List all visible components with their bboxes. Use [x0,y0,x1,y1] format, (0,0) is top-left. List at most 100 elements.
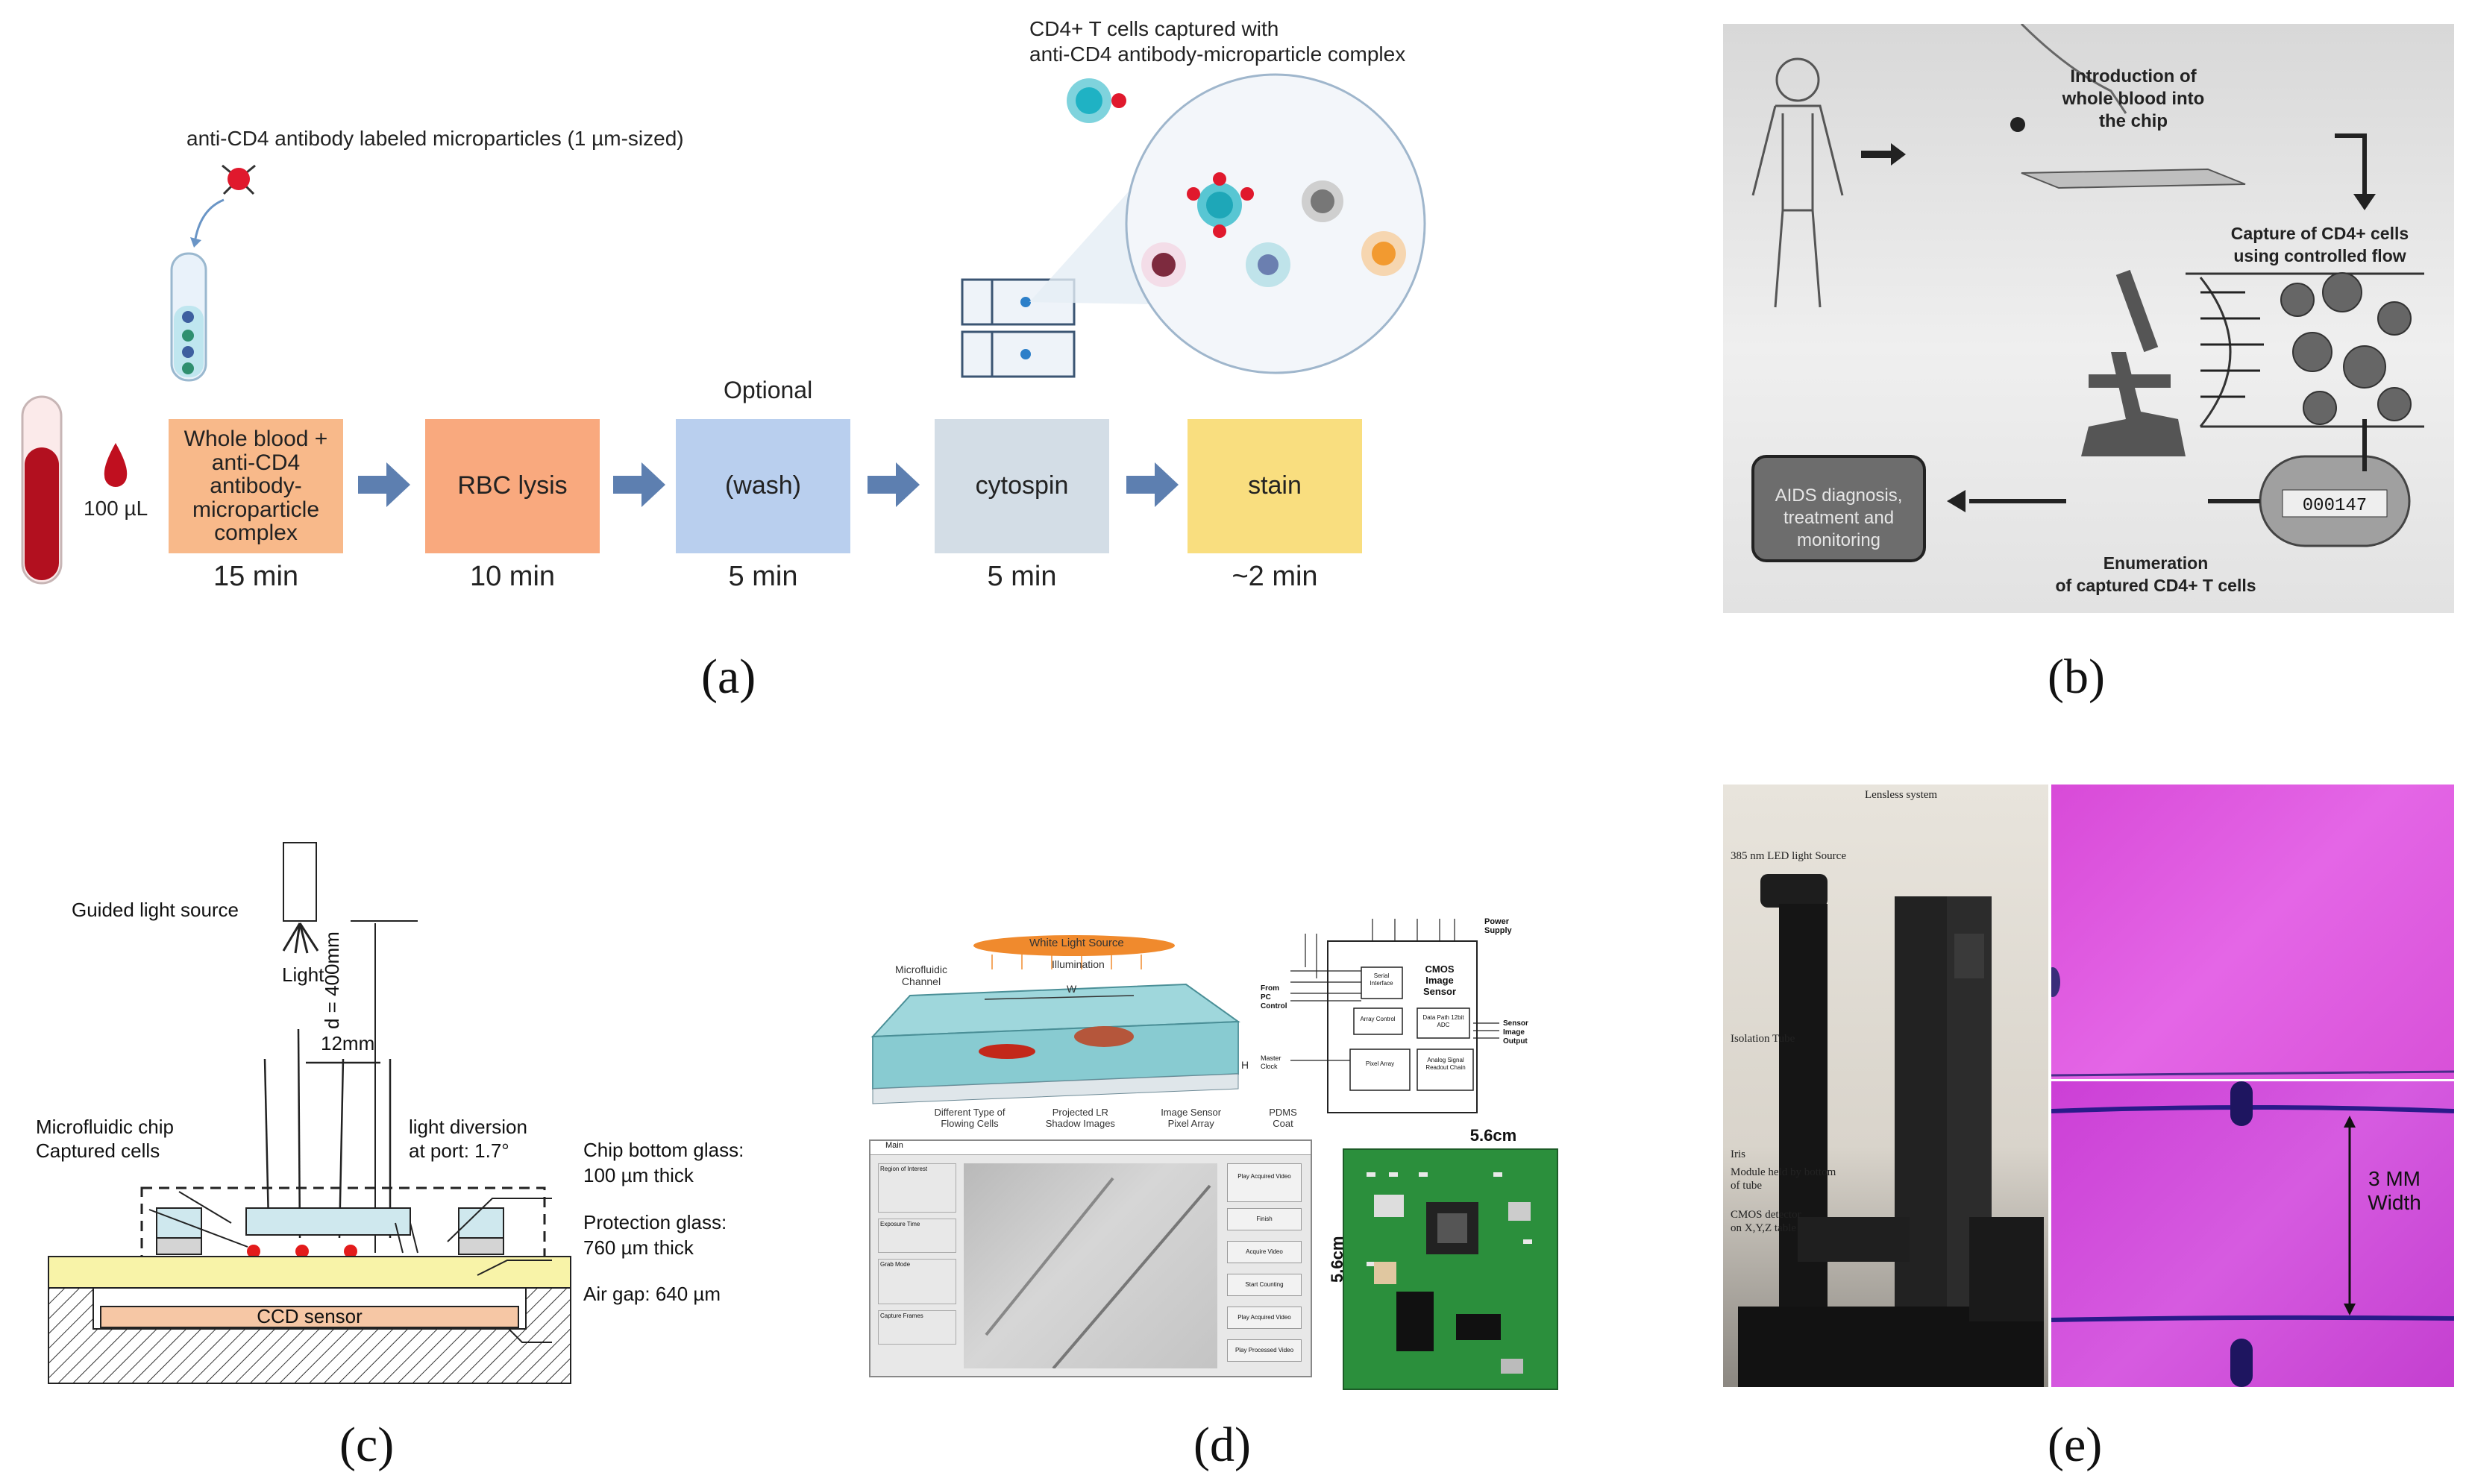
capture-label-line2: anti-CD4 antibody-microparticle complex [1029,43,1406,66]
master-clock-label: Master Clock [1261,1054,1281,1070]
software-buttons: Play Acquired Video Finish Acquire Video… [1227,1163,1302,1368]
pcb-components-icon [1367,1172,1532,1374]
intro-line: whole blood into [2062,89,2205,109]
arrow-right-icon [868,462,920,507]
control-group: Exposure Time [878,1219,956,1253]
step-text: antibody- [210,474,302,499]
chip-label: Microfluidic chip [36,1116,174,1138]
panel-label-e: (e) [2048,1418,2103,1472]
blood-volume-label: 100 µL [84,497,148,520]
chip-3d-icon [870,935,1240,1104]
diagnosis-line: treatment and [1783,508,1895,528]
from-pc-label: From PC Control [1261,984,1287,1010]
chip-bottom-label: PDMS Coat [1269,1107,1297,1129]
microscope-icon [2081,269,2186,456]
array-control-block: Array Control [1360,1016,1396,1022]
light-label: Light [282,963,324,986]
module-line: of tube [1731,1180,1763,1192]
capture-flow-label: Capture of CD4+ cells using controlled f… [2208,222,2432,267]
distance-label: d = 400mm [321,931,343,1029]
chip-bottom-label: Different Type of Flowing Cells [934,1107,1006,1129]
channel-image-bottom [2051,1081,2454,1387]
channel-width-label: 3 MM Width [2357,1167,2432,1215]
software-control-panel: Region of Interest Exposure Time Grab Mo… [878,1163,956,1365]
panel-label-c: (c) [339,1418,395,1472]
chip-bottom-labels: Different Type of Flowing Cells Projecte… [932,1107,1305,1129]
enumeration-label: Enumeration of captured CD4+ T cells [2014,552,2297,597]
diversion-label: light diversion at port: 1.7° [409,1115,527,1163]
w-label: W [1067,983,1077,995]
play-acquired-button[interactable]: Play Acquired Video [1227,1307,1302,1329]
blood-drop-icon [104,443,128,487]
bottom-glass-line: 100 µm thick [583,1164,694,1186]
step-text: anti-CD4 [211,450,301,475]
step-time: 5 min [987,561,1057,592]
led-label: 385 nm LED light Source [1731,850,1846,862]
capture-label: CD4+ T cells captured with anti-CD4 anti… [1029,16,1405,67]
module-label: Module held by bottom of tube [1731,1166,1836,1192]
channel-image-top [2051,785,2454,1079]
step-text: complex [214,521,298,546]
capture-label-line1: CD4+ T cells captured with [1029,17,1279,40]
arrow-right-icon [613,462,665,507]
arrow-right-icon [1126,462,1179,507]
finish-button[interactable]: Finish [1227,1208,1302,1230]
width-line: Width [2368,1191,2421,1214]
panel-label-d: (d) [1193,1418,1251,1472]
h-label: H [1241,1059,1249,1071]
diagnosis-label: AIDS diagnosis, treatment and monitoring [1753,485,1924,552]
optical-setup-icon [1738,874,2044,1387]
bottom-glass-line: Chip bottom glass: [583,1139,744,1161]
chip-bottom-label: Projected LR Shadow Images [1045,1107,1115,1129]
lensless-system-photo [1723,785,2048,1387]
step-box-stain: stain [1188,419,1362,553]
step-text: stain [1248,471,1302,500]
microparticle-label: anti-CD4 antibody labeled microparticles… [186,127,684,150]
module-line: Module held by bottom [1731,1166,1836,1178]
board-width-label: 5.6cm [1469,1126,1517,1145]
microfluidic-channel-label: Microfluidic Channel [894,963,947,987]
software-title: Main [870,1141,1311,1155]
pcb-board [1343,1148,1558,1390]
step-box-cytospin: cytospin [935,419,1109,553]
channel-image-icon [985,1177,1211,1370]
iris-label: Iris [1731,1148,1745,1160]
optional-label: Optional [724,377,813,403]
step-text: Whole blood + [183,427,328,452]
cmos-block-diagram: Power Supply CMOS Image Sensor From PC C… [1261,911,1559,1128]
play-processed-button[interactable]: Play Processed Video [1227,1339,1302,1362]
workflow-illustration-icon: 000147 [1751,24,2424,562]
cmos-line: on X,Y,Z table [1731,1222,1797,1234]
chip-labels: Microfluidic chip Captured cells [36,1115,174,1163]
cmos-line: CMOS detector [1731,1209,1801,1221]
capture-line: using controlled flow [2233,246,2406,265]
software-window: Main Region of Interest Exposure Time Gr… [869,1139,1312,1377]
data-path-block: Data Path 12bit ADC [1422,1014,1464,1028]
bottom-glass-label: Chip bottom glass: 100 µm thick [583,1137,744,1188]
channel-texture-icon [2051,967,2454,1077]
lensless-schematic-icon [48,842,571,1384]
white-light-label: White Light Source [1029,937,1124,949]
counter-readout: 000147 [2303,496,2367,516]
step-text: cytospin [975,471,1069,500]
play-video-button[interactable]: Play Acquired Video [1227,1163,1302,1202]
arrow-right-icon [358,462,410,507]
capture-magnification-icon [961,73,1426,378]
step-text: microparticle [192,497,320,522]
step-box-rbc-lysis: RBC lysis [425,419,600,553]
step-text: RBC lysis [457,471,568,500]
step-box-wash: (wash) [676,419,850,553]
diversion-line: at port: 1.7° [409,1139,509,1162]
protection-glass-label: Protection glass: 760 µm thick [583,1210,727,1260]
start-counting-button[interactable]: Start Counting [1227,1274,1302,1296]
diagnosis-line: monitoring [1796,530,1881,550]
light-source-label: Guided light source [72,899,239,921]
acquire-video-button[interactable]: Acquire Video [1227,1241,1302,1263]
serial-interface-block: Serial Interface [1370,972,1393,987]
intro-line: the chip [2098,111,2168,131]
cmos-wiring-icon [1290,919,1499,1113]
control-group: Region of Interest [878,1163,956,1213]
illumination-label: Illumination [1052,958,1105,970]
capture-line: Capture of CD4+ cells [2230,224,2409,243]
analog-readout-block: Analog Signal Readout Chain [1425,1057,1466,1071]
